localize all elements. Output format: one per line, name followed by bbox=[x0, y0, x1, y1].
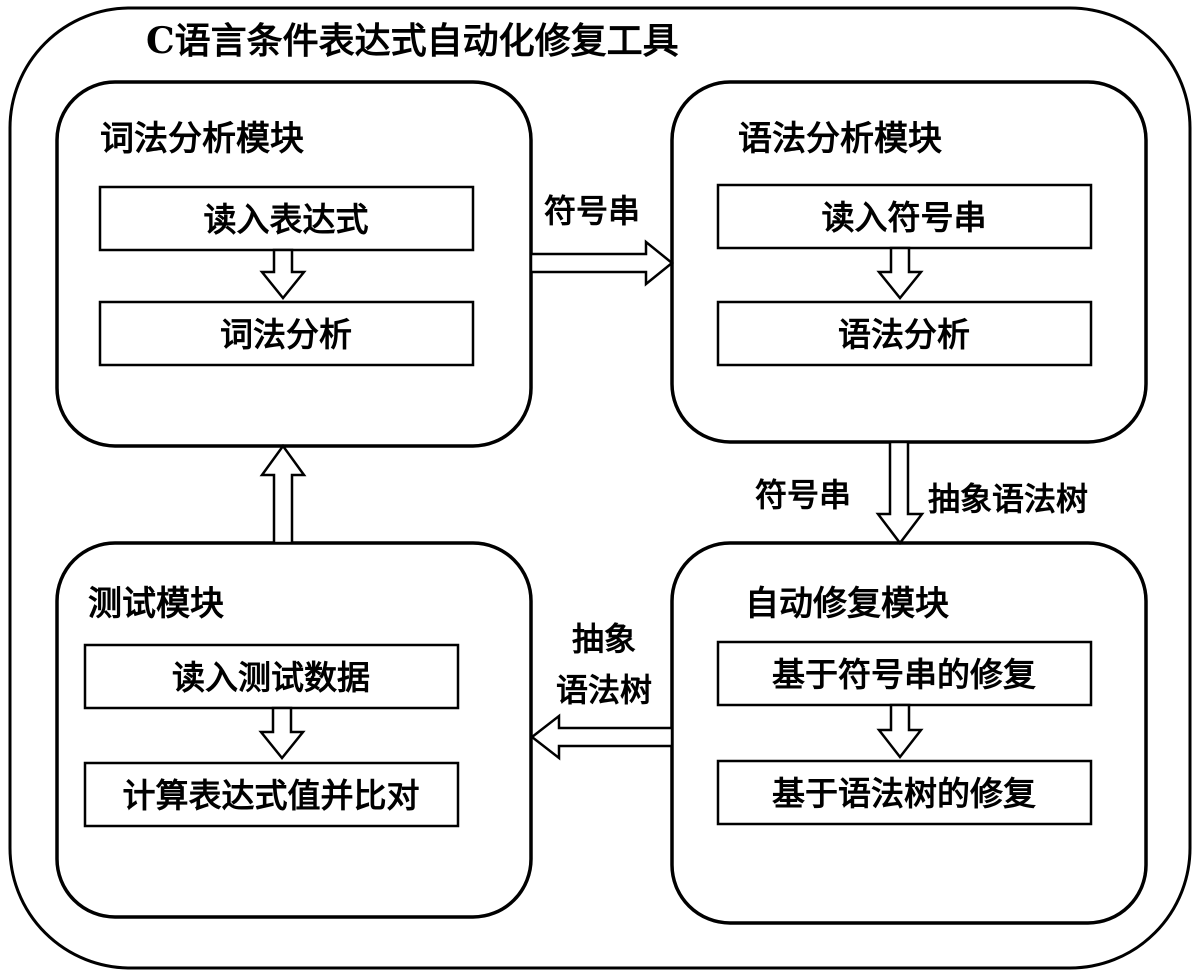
test-module-title: 测试模块 bbox=[88, 584, 224, 624]
lexical-module: 词法分析模块 读入表达式 词法分析 bbox=[55, 80, 533, 448]
edge-label-repair-to-test-line2: 语法树 bbox=[556, 671, 652, 709]
syntax-module-title: 语法分析模块 bbox=[738, 119, 942, 159]
repair-module-title: 自动修复模块 bbox=[745, 584, 949, 624]
repair-step-2-label: 基于语法树的修复 bbox=[772, 774, 1036, 813]
test-step-1-box bbox=[83, 643, 460, 710]
syntax-step-2-label: 语法分析 bbox=[838, 315, 970, 354]
syntax-module: 语法分析模块 读入符号串 语法分析 bbox=[670, 80, 1148, 444]
lexical-step-2-label: 词法分析 bbox=[220, 315, 352, 354]
title-backdrop bbox=[140, 18, 752, 62]
syntax-step-1-label: 读入符号串 bbox=[822, 198, 987, 237]
arrow-lexical-to-syntax bbox=[529, 239, 674, 287]
edge-label-lexical-to-syntax: 符号串 bbox=[544, 192, 640, 230]
test-step-arrow bbox=[258, 706, 306, 760]
repair-step-1-label: 基于符号串的修复 bbox=[772, 655, 1036, 694]
repair-step-1-box bbox=[716, 640, 1093, 707]
syntax-step-2-box bbox=[716, 300, 1093, 367]
repair-module: 自动修复模块 基于符号串的修复 基于语法树的修复 bbox=[670, 541, 1148, 925]
edge-label-syntax-to-repair-right: 抽象语法树 bbox=[928, 480, 1088, 518]
lexical-step-arrow bbox=[259, 248, 307, 300]
lexical-step-2-box bbox=[98, 300, 475, 367]
repair-step-2-box bbox=[716, 759, 1093, 826]
lexical-module-title: 词法分析模块 bbox=[100, 119, 304, 159]
arrow-repair-to-test bbox=[529, 713, 674, 761]
arrow-test-to-lexical bbox=[259, 443, 307, 545]
edge-label-repair-to-test-line1: 抽象 bbox=[572, 620, 636, 658]
test-step-2-label: 计算表达式值并比对 bbox=[123, 776, 420, 815]
diagram-title: C语言条件表达式自动化修复工具 bbox=[146, 20, 679, 62]
repair-step-arrow bbox=[876, 703, 924, 760]
syntax-step-arrow bbox=[876, 246, 924, 300]
arrow-syntax-to-repair bbox=[875, 440, 925, 546]
test-step-2-box bbox=[83, 761, 460, 828]
lexical-step-1-label: 读入表达式 bbox=[204, 200, 369, 239]
edge-label-syntax-to-repair-left: 符号串 bbox=[755, 476, 851, 514]
lexical-step-1-box bbox=[98, 185, 475, 252]
test-module: 测试模块 读入测试数据 计算表达式值并比对 bbox=[55, 541, 533, 919]
test-step-1-label: 读入测试数据 bbox=[172, 658, 370, 697]
